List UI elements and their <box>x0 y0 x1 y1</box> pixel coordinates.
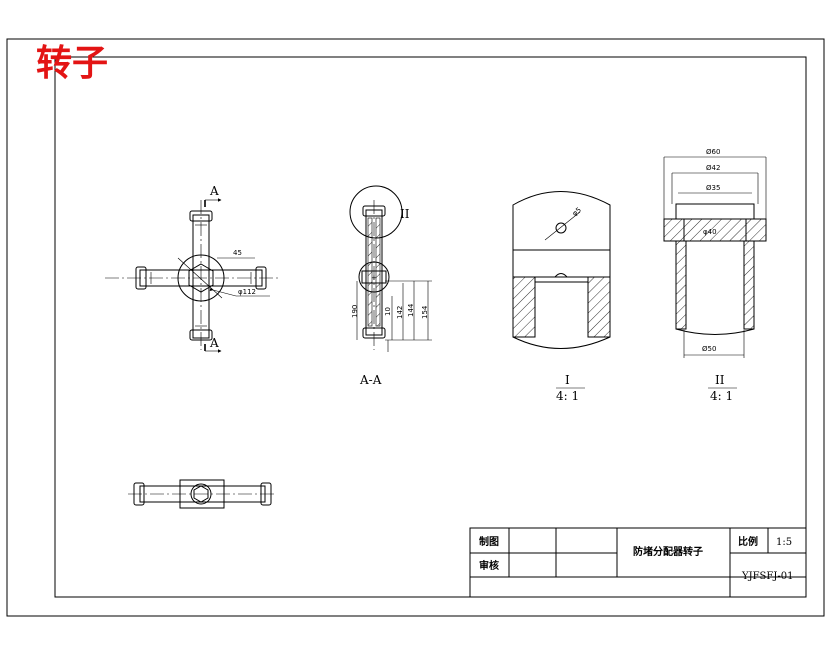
dim-190: 190 <box>351 305 359 318</box>
scale-label: 比例 <box>738 535 758 548</box>
bottom-view <box>128 479 275 509</box>
dim-10: 10 <box>384 307 392 316</box>
section-mark-bottom: A <box>209 336 219 350</box>
front-view: 45 φ112 A A <box>105 184 280 353</box>
detail-mark-plus: + <box>371 274 377 282</box>
title-block: 制图 审核 防堵分配器转子 比例 1:5 YJFSFJ-01 <box>469 527 807 598</box>
scale-value: 1:5 <box>776 537 792 548</box>
inner-border <box>54 56 807 598</box>
dim-d50: Ø50 <box>702 345 716 353</box>
checked-label: 审核 <box>479 559 499 572</box>
dim-phi40: φ40 <box>703 228 717 236</box>
drawn-label: 制图 <box>479 535 499 548</box>
detail1-numeral: I <box>565 373 570 387</box>
detail2-numeral: II <box>715 373 725 387</box>
section-label: A-A <box>359 373 382 387</box>
section-mark-top: A <box>209 184 219 198</box>
dim-144: 144 <box>407 303 415 317</box>
dim-45: 45 <box>233 249 242 257</box>
detail2-callout: II <box>400 207 410 221</box>
dim-phi5: φ5 <box>571 206 583 218</box>
outer-border <box>6 38 825 617</box>
dim-d42: Ø42 <box>706 164 720 172</box>
dim-d35: Ø35 <box>706 184 720 192</box>
drawing-number: YJFSFJ-01 <box>741 571 793 582</box>
dim-d60: Ø60 <box>706 148 720 156</box>
detail-view-1: φ5 I 4: 1 <box>512 191 611 403</box>
section-view: II + 190 10 142 144 154 A-A <box>349 185 432 387</box>
dim-154: 154 <box>421 305 429 319</box>
dim-142: 142 <box>396 306 404 319</box>
part-name: 防堵分配器转子 <box>633 545 703 558</box>
detail1-scale: 4: 1 <box>556 389 579 403</box>
detail2-scale: 4: 1 <box>710 389 733 403</box>
dim-phi112: φ112 <box>238 288 256 296</box>
detail-view-2: φ40 Ø60 Ø42 Ø35 Ø50 II 4: 1 <box>663 148 767 403</box>
corner-title: 转子 <box>36 42 108 84</box>
